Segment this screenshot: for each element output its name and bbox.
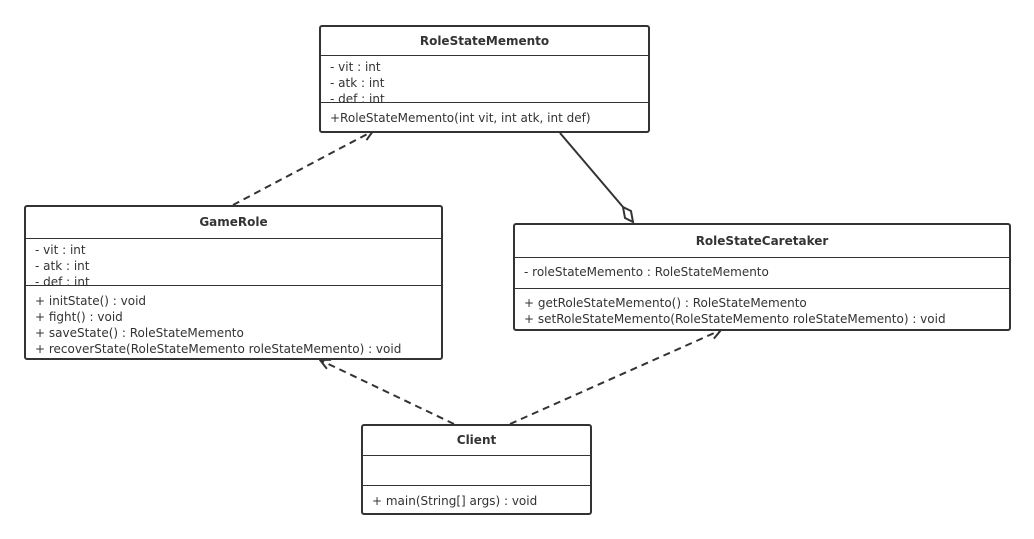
method: + setRoleStateMemento(RoleStateMemento r… xyxy=(524,312,946,326)
aggregation-diamond xyxy=(621,205,635,224)
attributes-section: - vit : int - atk : int - def : int xyxy=(26,239,441,286)
attributes-section xyxy=(363,456,590,486)
attribute: - vit : int xyxy=(35,243,86,257)
attribute: - atk : int xyxy=(35,259,90,273)
methods-section: + main(String[] args) : void xyxy=(363,486,590,509)
methods-section: +RoleStateMemento(int vit, int atk, int … xyxy=(321,103,648,126)
methods-section: + getRoleStateMemento() : RoleStateMemen… xyxy=(515,289,1009,327)
dependency-client-to-caretaker[interactable] xyxy=(509,330,721,425)
methods-section: + initState() : void + fight() : void + … xyxy=(26,286,441,357)
method: +RoleStateMemento(int vit, int atk, int … xyxy=(330,111,591,125)
method: + main(String[] args) : void xyxy=(372,494,538,508)
class-name: RoleStateCaretaker xyxy=(515,225,1009,258)
method: + fight() : void xyxy=(35,310,123,324)
method: + initState() : void xyxy=(35,294,147,308)
class-game-role[interactable]: GameRole - vit : int - atk : int - def :… xyxy=(24,205,443,360)
method: + getRoleStateMemento() : RoleStateMemen… xyxy=(524,296,807,310)
class-name: GameRole xyxy=(26,207,441,239)
class-name: RoleStateMemento xyxy=(321,27,648,56)
aggregation-line[interactable] xyxy=(559,132,624,208)
attribute: - atk : int xyxy=(330,76,385,90)
attributes-section: - roleStateMemento : RoleStateMemento xyxy=(515,258,1009,289)
attribute: - def : int xyxy=(330,92,385,103)
attribute: - roleStateMemento : RoleStateMemento xyxy=(524,265,769,279)
class-role-state-memento[interactable]: RoleStateMemento - vit : int - atk : int… xyxy=(319,25,650,133)
method: + saveState() : RoleStateMemento xyxy=(35,326,244,340)
dependency-client-to-gamerole[interactable] xyxy=(320,360,455,425)
class-name: Client xyxy=(363,426,590,456)
method: + recoverState(RoleStateMemento roleStat… xyxy=(35,342,402,356)
class-client[interactable]: Client + main(String[] args) : void xyxy=(361,424,592,515)
attribute: - vit : int xyxy=(330,60,381,74)
dependency-gamerole-to-memento[interactable] xyxy=(232,131,373,206)
attribute: - def : int xyxy=(35,275,90,286)
attributes-section: - vit : int - atk : int - def : int xyxy=(321,56,648,103)
class-role-state-caretaker[interactable]: RoleStateCaretaker - roleStateMemento : … xyxy=(513,223,1011,331)
